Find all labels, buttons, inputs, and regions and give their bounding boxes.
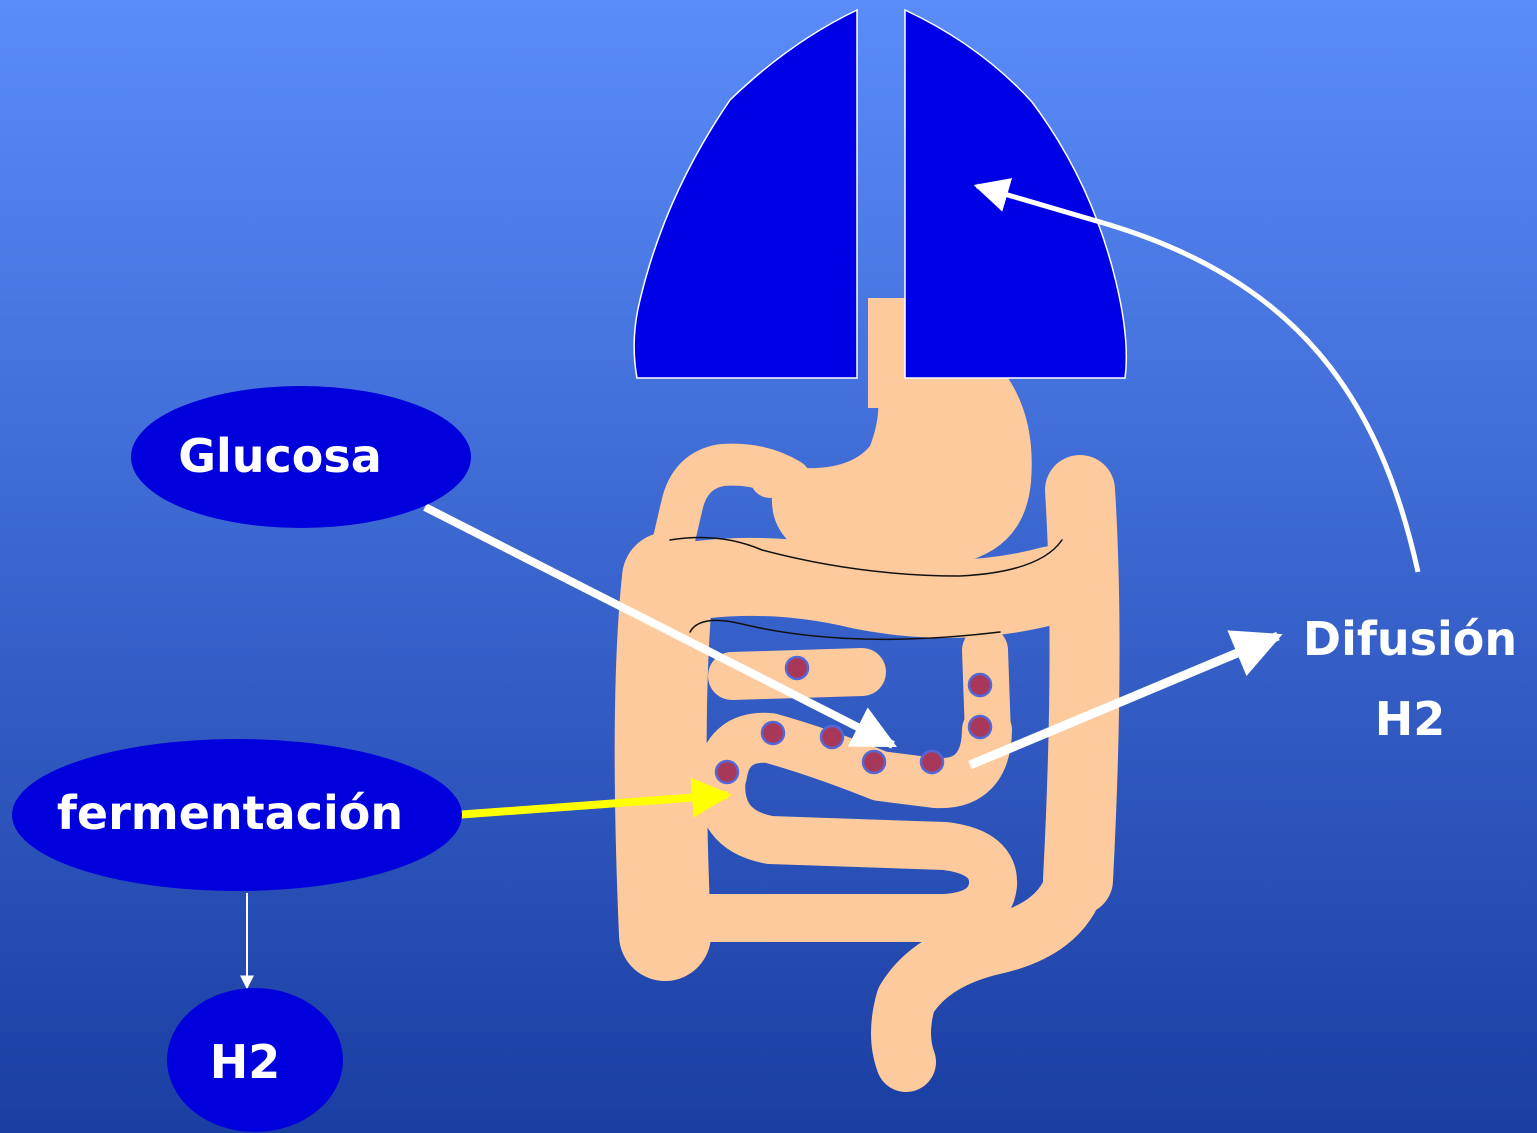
bacterium: [921, 751, 943, 773]
glucosa-node: Glucosa: [131, 386, 471, 528]
bacterium: [716, 761, 738, 783]
bacterium: [969, 716, 991, 738]
fermentacion-node: fermentación: [12, 739, 462, 891]
difusion-label: Difusión: [1303, 612, 1517, 666]
h2-label: H2: [210, 1035, 281, 1089]
bacterium: [762, 722, 784, 744]
bacterium: [863, 751, 885, 773]
bacterium: [821, 726, 843, 748]
descending-colon: [1078, 490, 1085, 880]
fermentacion-label: fermentación: [57, 786, 403, 840]
bacterium: [786, 657, 808, 679]
h2-node: H2: [167, 988, 343, 1132]
difusion-h2-label: H2: [1375, 692, 1446, 746]
glucosa-label: Glucosa: [178, 429, 382, 483]
bacterium: [969, 674, 991, 696]
transverse-colon: [662, 577, 1052, 599]
